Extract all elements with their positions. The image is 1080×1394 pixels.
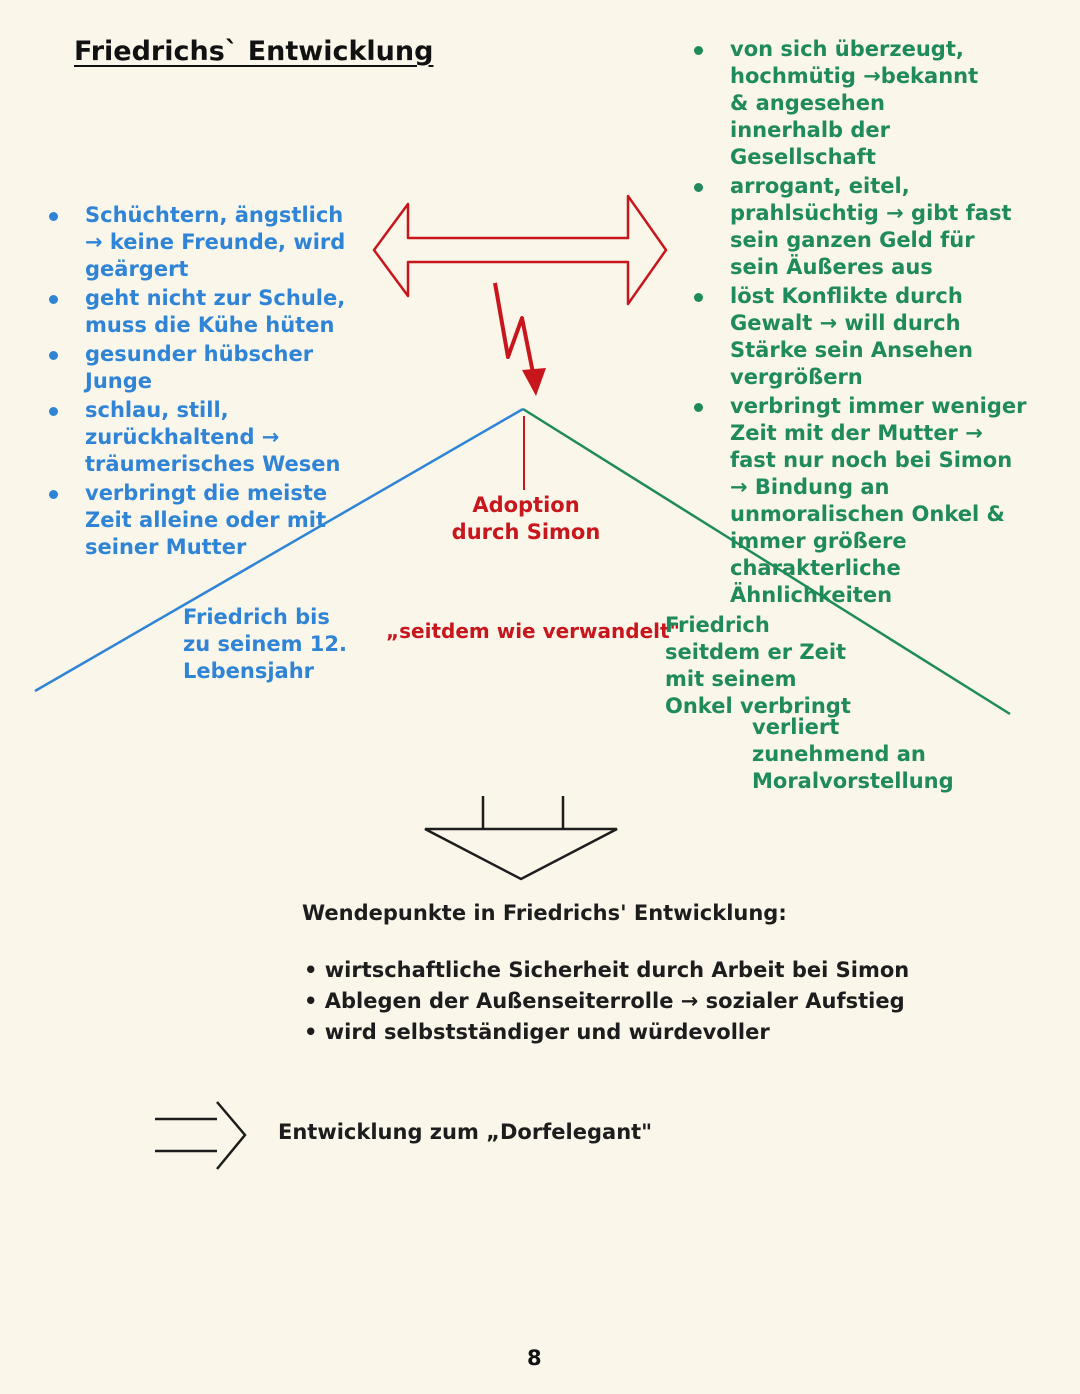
left-list-item: Schüchtern, ängstlich → keine Freunde, w… xyxy=(47,202,367,283)
page-number: 8 xyxy=(527,1346,542,1370)
turning-point-item: wird selbstständiger und würdevoller xyxy=(304,1017,909,1048)
double-arrow-icon xyxy=(372,194,668,306)
implies-arrow-icon xyxy=(155,1101,247,1170)
turning-point-item: Ablegen der Außenseiterrolle → sozialer … xyxy=(304,986,909,1017)
right-list-item: arrogant, eitel, prahlsüchtig → gibt fas… xyxy=(692,173,1030,281)
page-title: Friedrichs` Entwicklung xyxy=(74,36,434,67)
turning-points-title: Wendepunkte in Friedrichs' Entwicklung: xyxy=(302,901,787,925)
lightning-arrow-icon xyxy=(493,282,546,396)
left-list: Schüchtern, ängstlich → keine Freunde, w… xyxy=(47,202,367,563)
left-list-item: schlau, still, zurückhaltend → träumeris… xyxy=(47,397,345,478)
left-list-item: gesunder hübscher Junge xyxy=(47,341,367,395)
conclusion-text: Entwicklung zum „Dorfelegant" xyxy=(278,1120,653,1144)
right-slope-line xyxy=(522,407,1011,716)
left-phase-label: Friedrich bis zu seinem 12. Lebensjahr xyxy=(183,605,348,683)
right-list-item: löst Konflikte durch Gewalt → will durch… xyxy=(692,283,1030,391)
turning-points-list: wirtschaftliche Sicherheit durch Arbeit … xyxy=(304,955,910,1048)
right-phase-label: Friedrich seitdem er Zeit mit seinem Onk… xyxy=(665,613,851,718)
moral-note: verliert zunehmend an Moralvorstellung xyxy=(752,715,954,793)
left-slope-line xyxy=(34,407,524,693)
right-list-item: verbringt immer weniger Zeit mit der Mut… xyxy=(692,393,1030,609)
left-list-item: verbringt die meiste Zeit alleine oder m… xyxy=(47,480,375,561)
right-list-item: von sich überzeugt, hochmütig →bekannt &… xyxy=(692,36,990,171)
turning-point-item: wirtschaftliche Sicherheit durch Arbeit … xyxy=(304,955,910,986)
quote-label: „seitdem wie verwandelt" xyxy=(386,619,680,643)
peak-label: Adoption durch Simon xyxy=(451,493,601,544)
right-list: von sich überzeugt, hochmütig →bekannt &… xyxy=(692,36,1032,611)
left-list-item: geht nicht zur Schule, muss die Kühe hüt… xyxy=(47,285,367,339)
down-arrow-icon xyxy=(424,796,618,881)
